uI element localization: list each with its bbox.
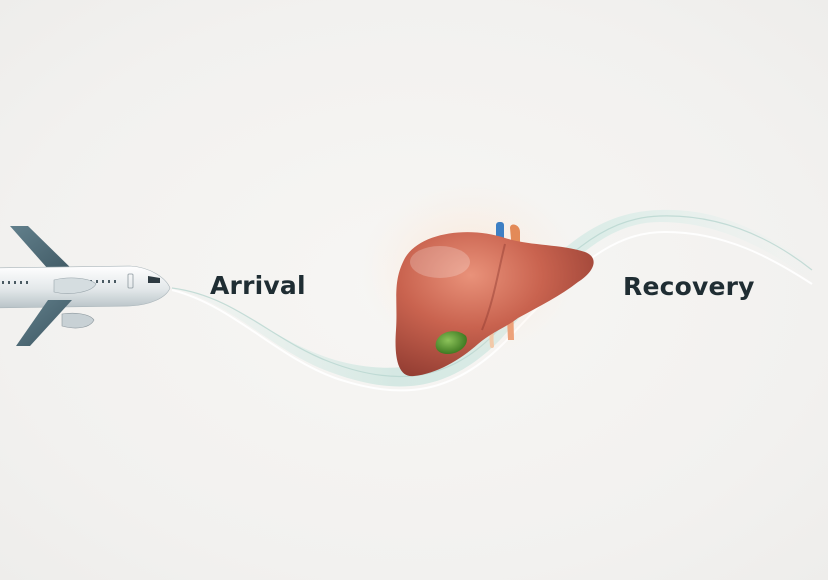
airplane-icon bbox=[0, 226, 171, 346]
arrival-label: Arrival bbox=[210, 271, 306, 300]
liver-icon bbox=[395, 222, 594, 377]
recovery-label: Recovery bbox=[623, 272, 755, 301]
